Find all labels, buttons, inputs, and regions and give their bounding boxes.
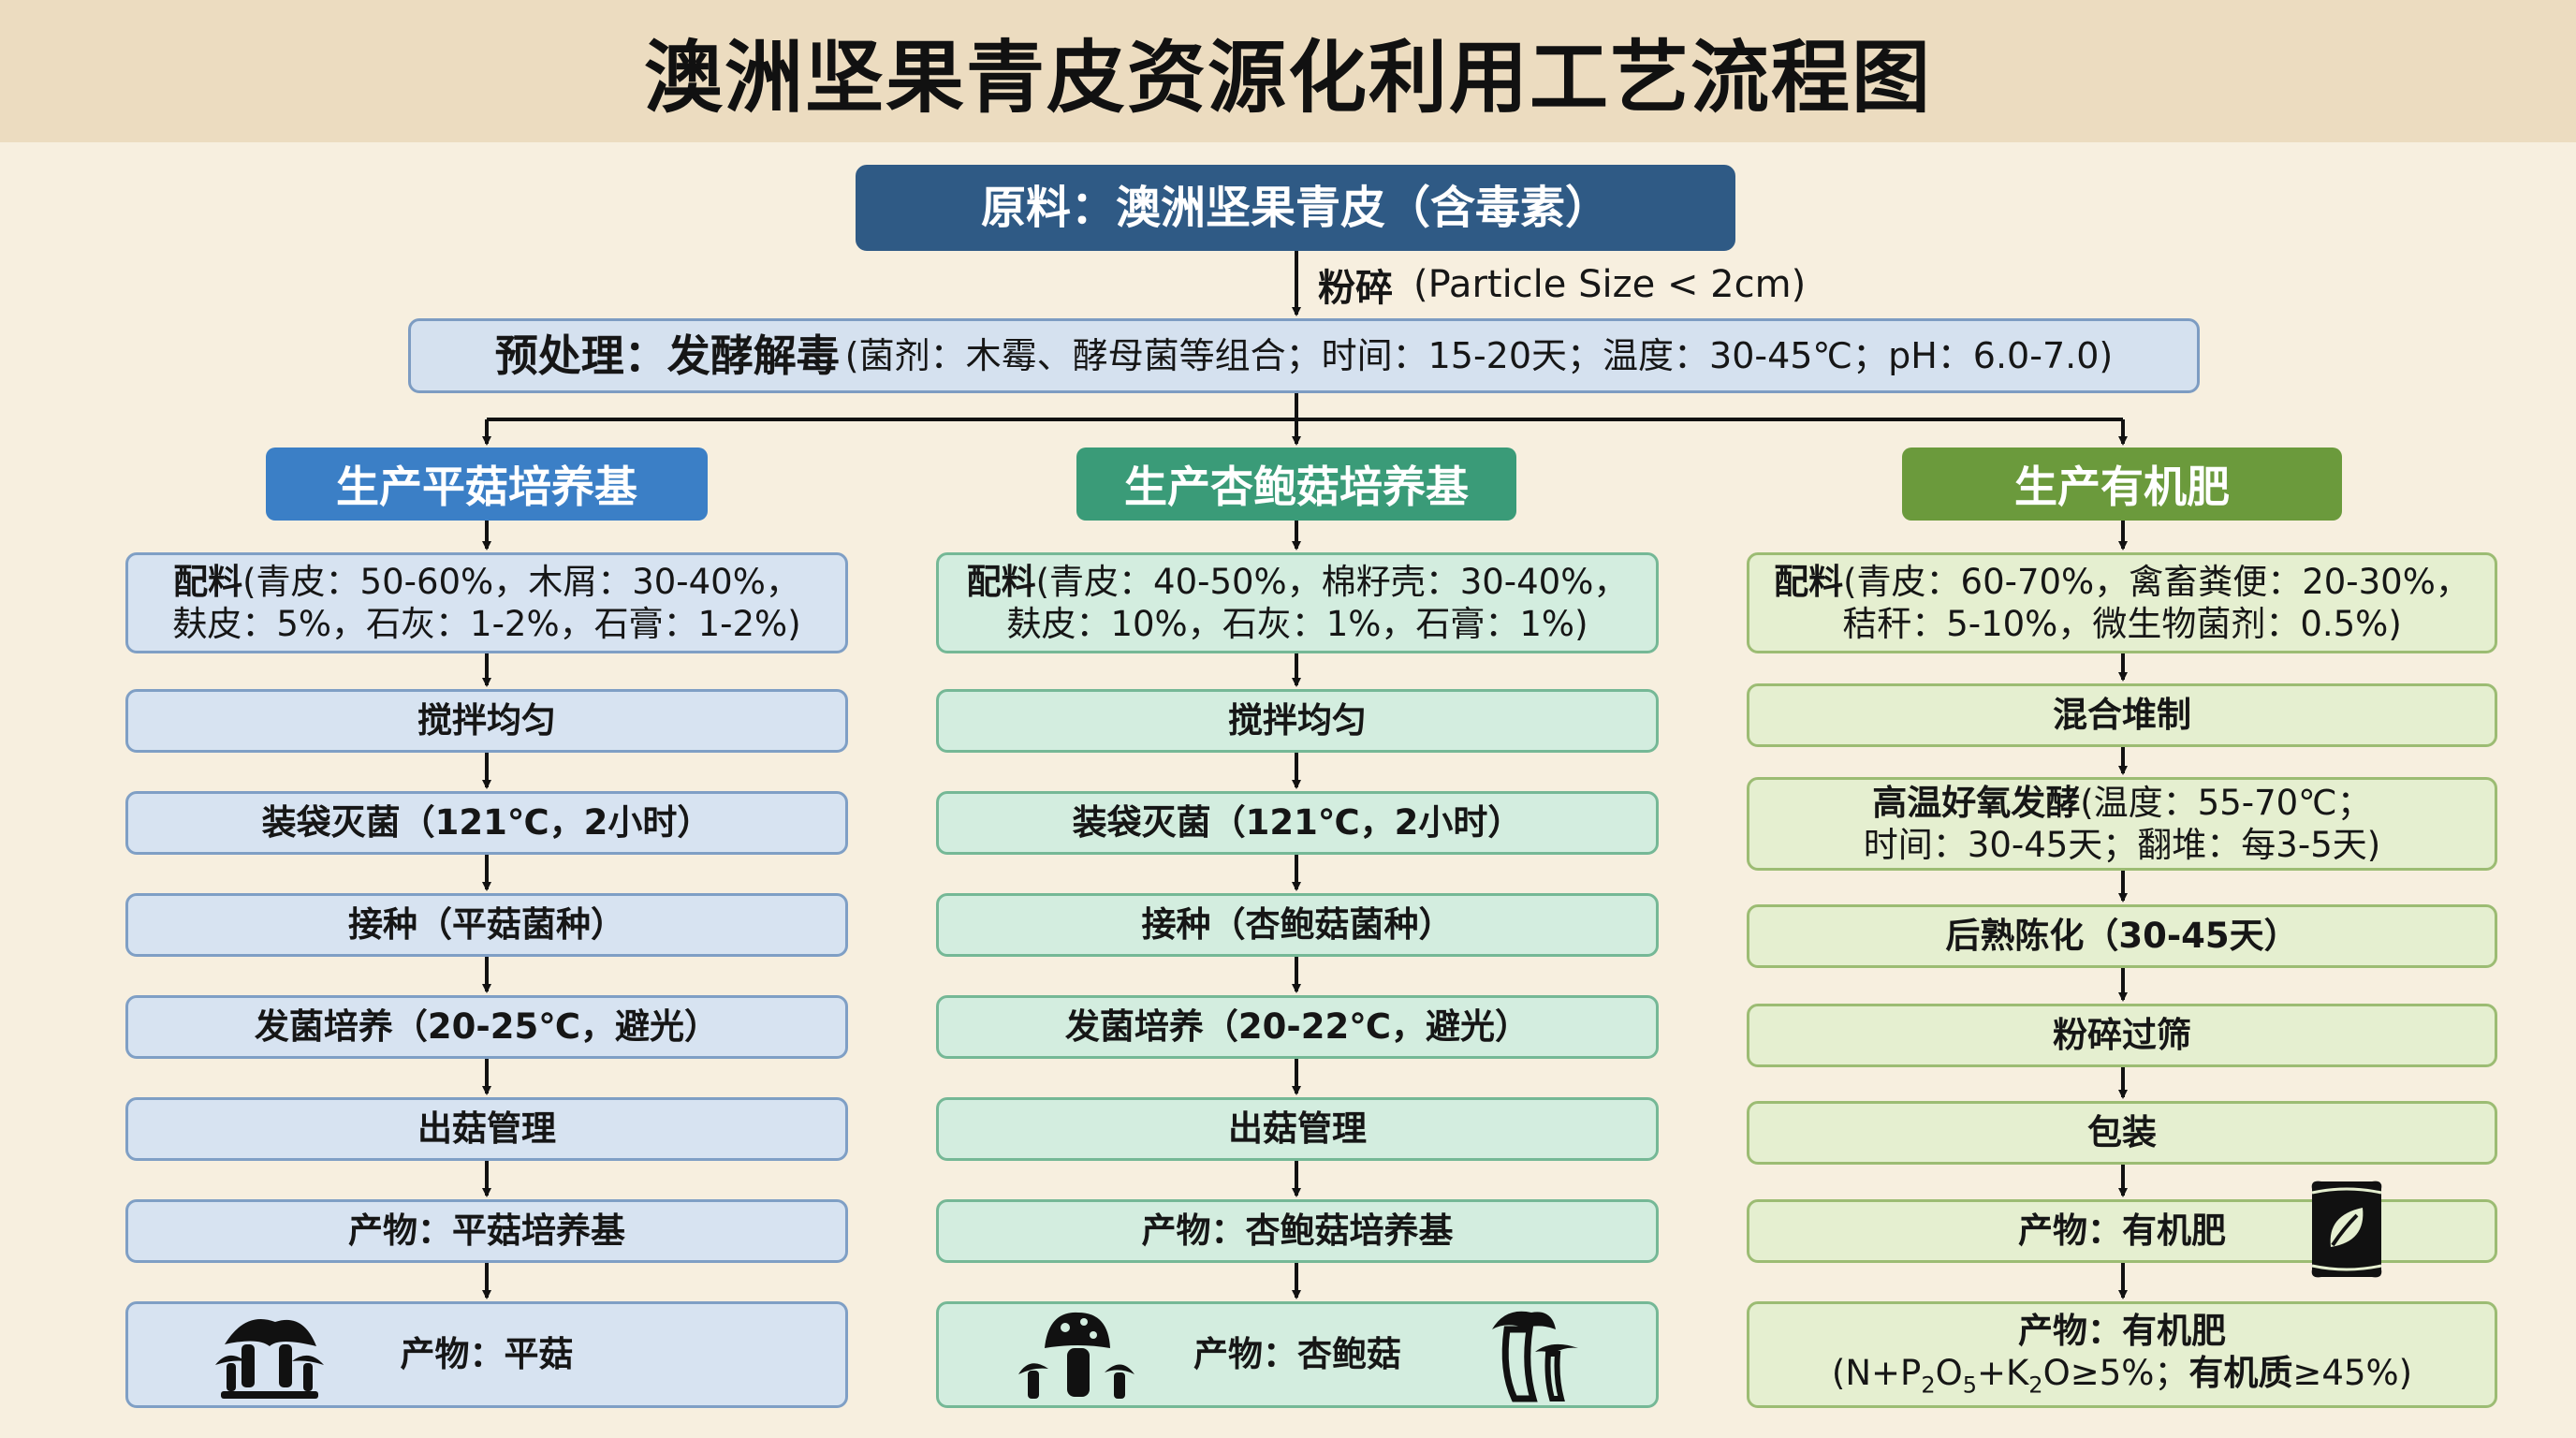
fertilizer-step-maturation: 后熟陈化（30-45天） <box>1747 904 2497 968</box>
oyster-formula-box: 配料(青皮：50-60%，木屑：30-40%， 麸皮：5%，石灰：1-2%，石膏… <box>125 552 848 653</box>
king-oyster-final-label: 产物：杏鲍菇 <box>1193 1334 1401 1375</box>
oyster-step-fruiting: 出菇管理 <box>125 1097 848 1161</box>
king-oyster-step-substrate-product: 产物：杏鲍菇培养基 <box>936 1199 1659 1263</box>
king-oyster-header: 生产杏鲍菇培养基 <box>1076 448 1516 521</box>
fertilizer-bag-icon <box>2311 1181 2382 1278</box>
oyster-step-substrate-product: 产物：平菇培养基 <box>125 1199 848 1263</box>
king-oyster-formula-line1: (青皮：40-50%，棉籽壳：30-40%， <box>1035 561 1629 602</box>
oyster-step-mix: 搅拌均匀 <box>125 689 848 753</box>
king-oyster-formula-box: 配料(青皮：40-50%，棉籽壳：30-40%， 麸皮：10%，石灰：1%，石膏… <box>936 552 1659 653</box>
fertilizer-final-title: 产物：有机肥 <box>2018 1311 2226 1352</box>
crush-step-name: 粉碎 <box>1318 267 1393 310</box>
pretreatment-box: 预处理：发酵解毒 (菌剂：木霉、酵母菌等组合；时间：15-20天；温度：30-4… <box>408 318 2200 393</box>
king-oyster-step-fruiting: 出菇管理 <box>936 1097 1659 1161</box>
king-oyster-step-culture: 发菌培养（20-22℃，避光） <box>936 995 1659 1059</box>
oyster-step-culture: 发菌培养（20-25℃，避光） <box>125 995 848 1059</box>
pretreatment-detail: (菌剂：木霉、酵母菌等组合；时间：15-20天；温度：30-45℃；pH：6.0… <box>844 334 2114 376</box>
king-oyster-formula-label: 配料 <box>966 561 1036 602</box>
fertilizer-formula-label: 配料 <box>1774 561 1844 602</box>
pretreatment-main: 预处理：发酵解毒 <box>494 330 840 381</box>
crush-step-detail: (Particle Size < 2cm) <box>1413 263 1807 306</box>
fertilizer-final-formula: (N+P2O5+K2O≥5%；有机质≥45%) <box>1831 1353 2413 1399</box>
fertilizer-header: 生产有机肥 <box>1902 448 2342 521</box>
oyster-final-label: 产物：平菇 <box>400 1334 574 1375</box>
oyster-formula-label: 配料 <box>173 561 243 602</box>
fertilizer-step2-line1: (温度：55-70℃； <box>2080 782 2372 823</box>
mushroom-cluster-icon <box>1018 1312 1134 1399</box>
crush-step-label: 粉碎 (Particle Size < 2cm) <box>1318 257 1806 313</box>
fertilizer-step2-title: 高温好氧发酵 <box>1872 782 2081 823</box>
fertilizer-final-box: 产物：有机肥 (N+P2O5+K2O≥5%；有机质≥45%) <box>1747 1301 2497 1408</box>
raw-material-box: 原料：澳洲坚果青皮（含毒素） <box>856 165 1735 251</box>
fertilizer-step-packaging: 包装 <box>1747 1101 2497 1165</box>
king-oyster-formula-line2: 麸皮：10%，石灰：1%，石膏：1%) <box>1006 604 1588 644</box>
king-oyster-step-mix: 搅拌均匀 <box>936 689 1659 753</box>
oyster-formula-line1: (青皮：50-60%，木屑：30-40%， <box>242 561 800 602</box>
oyster-step-inoculate: 接种（平菇菌种） <box>125 893 848 957</box>
fertilizer-step-aerobic-fermentation: 高温好氧发酵(温度：55-70℃； 时间：30-45天；翻堆：每3-5天) <box>1747 777 2497 871</box>
oyster-formula-line2: 麸皮：5%，石灰：1-2%，石膏：1-2%) <box>172 604 801 644</box>
fertilizer-formula-line2: 秸秆：5-10%，微生物菌剂：0.5%) <box>1842 604 2402 644</box>
oyster-step-sterilize: 装袋灭菌（121℃，2小时） <box>125 791 848 855</box>
king-oyster-mushroom-icon <box>1492 1311 1578 1402</box>
title-band: 澳洲坚果青皮资源化利用工艺流程图 <box>0 0 2576 142</box>
oyster-header: 生产平菇培养基 <box>266 448 708 521</box>
fertilizer-formula-box: 配料(青皮：60-70%，禽畜粪便：20-30%， 秸秆：5-10%，微生物菌剂… <box>1747 552 2497 653</box>
king-oyster-step-sterilize: 装袋灭菌（121℃，2小时） <box>936 791 1659 855</box>
fertilizer-step-crush-sieve: 粉碎过筛 <box>1747 1004 2497 1067</box>
king-oyster-step-inoculate: 接种（杏鲍菇菌种） <box>936 893 1659 957</box>
fertilizer-step2-line2: 时间：30-45天；翻堆：每3-5天) <box>1863 825 2381 865</box>
mushroom-cluster-icon <box>215 1319 324 1399</box>
fertilizer-step-mix-pile: 混合堆制 <box>1747 683 2497 747</box>
fertilizer-formula-line1: (青皮：60-70%，禽畜粪便：20-30%， <box>1843 561 2470 602</box>
page-title: 澳洲坚果青皮资源化利用工艺流程图 <box>643 31 1932 124</box>
